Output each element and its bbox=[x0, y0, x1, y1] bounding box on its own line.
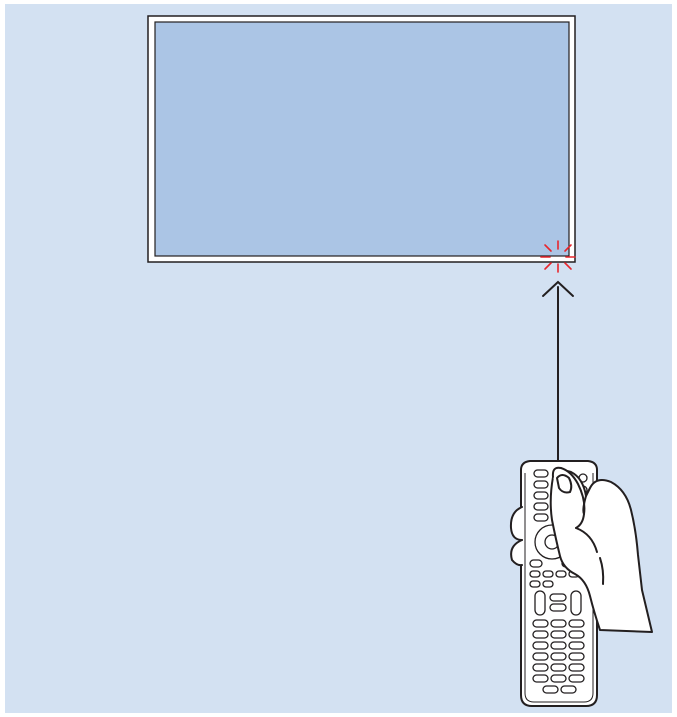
tv-icon bbox=[148, 16, 575, 262]
signal-beam-icon bbox=[543, 282, 573, 462]
